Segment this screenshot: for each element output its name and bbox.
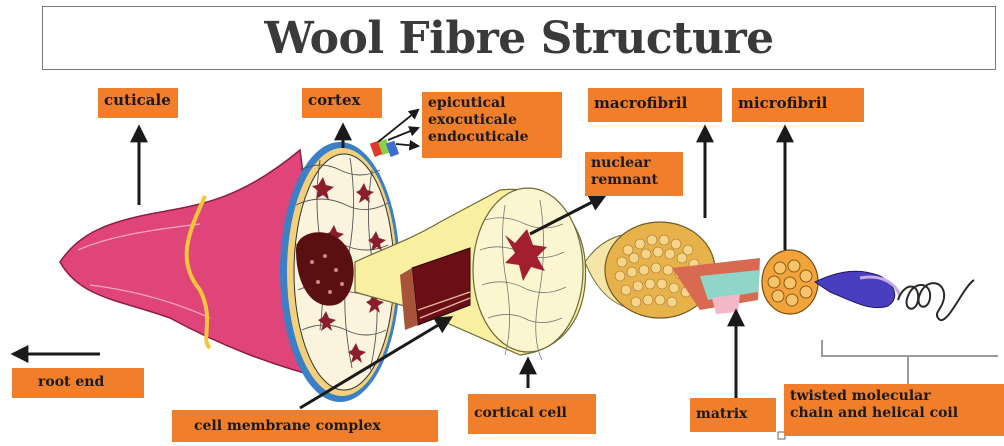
label-matrix: matrix [690,398,776,432]
molecular-chain [815,271,974,320]
label-endocuticale: endocuticale [428,129,556,146]
label-cuticale: cuticale [98,88,178,118]
label-exocuticale: exocuticale [428,112,556,129]
label-macrofibril: macrofibril [588,88,722,122]
label-root-end: root end [12,368,144,398]
microfibril-bundle [762,250,818,314]
label-epicutical: epicutical [428,95,556,112]
label-twisted-line1: twisted molecular [790,388,998,405]
label-twisted-line2: chain and helical coil [790,405,998,422]
label-nuclear-line1: nuclear [591,155,677,172]
macrofibril-bundle [585,222,760,318]
chain-bracket [822,340,998,356]
endocuticale-arrow [396,144,418,146]
cuticle-layers [370,139,399,157]
label-twisted-molecular-chain: twisted molecular chain and helical coil [784,384,1004,436]
label-nuclear-line2: remnant [591,172,677,189]
label-cortex: cortex [302,88,382,118]
label-cell-membrane-complex: cell membrane complex [172,410,438,442]
label-cuticle-layers: epicutical exocuticale endocuticale [422,92,562,158]
label-microfibril: microfibril [732,88,864,122]
epicutical-arrow [378,110,418,142]
label-nuclear-remnant: nuclear remnant [585,152,683,196]
label-cortical-cell: cortical cell [468,394,596,434]
